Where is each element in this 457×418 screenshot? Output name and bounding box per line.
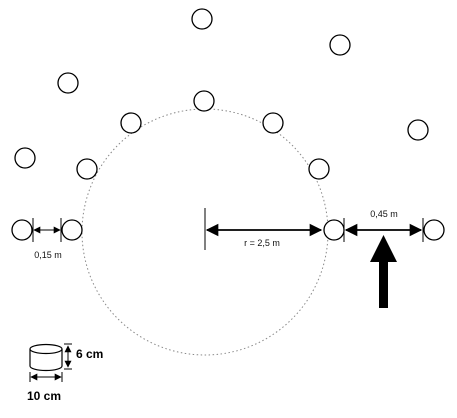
- radius-dimension: r = 2,5 m: [204, 208, 323, 250]
- gap-small-dimension: 0,15 m: [32, 218, 62, 260]
- can-circle-mid-left: [61, 219, 83, 241]
- cans-on-circle: [61, 90, 345, 241]
- can-outer-top-right: [329, 34, 351, 56]
- can-outer-far-right: [423, 219, 445, 241]
- can-outer-top-left: [57, 72, 79, 94]
- radius-label: r = 2,5 m: [244, 238, 280, 248]
- gap-large-label: 0,45 m: [370, 209, 398, 219]
- can-outer-top: [191, 8, 213, 30]
- can-body: [29, 349, 63, 372]
- cans-outer: [11, 8, 445, 241]
- gap-small-label: 0,15 m: [34, 250, 62, 260]
- can-outer-left: [14, 147, 36, 169]
- can-circle-top: [193, 90, 215, 112]
- can-circle-upper-right: [262, 112, 284, 134]
- can-detail: 6 cm 10 cm: [27, 343, 103, 403]
- can-circle-upper-left: [120, 112, 142, 134]
- can-height-label: 6 cm: [76, 347, 103, 361]
- can-outer-right: [407, 119, 429, 141]
- can-diameter-label: 10 cm: [27, 389, 61, 403]
- can-outer-far-left: [11, 219, 33, 241]
- gap-large-dimension: 0,45 m: [343, 209, 424, 242]
- can-circle-mid-right: [323, 219, 345, 241]
- can-top: [29, 343, 63, 355]
- can-circle-right: [308, 158, 330, 180]
- arrow-up-icon: [370, 235, 397, 308]
- can-circle-left: [76, 158, 98, 180]
